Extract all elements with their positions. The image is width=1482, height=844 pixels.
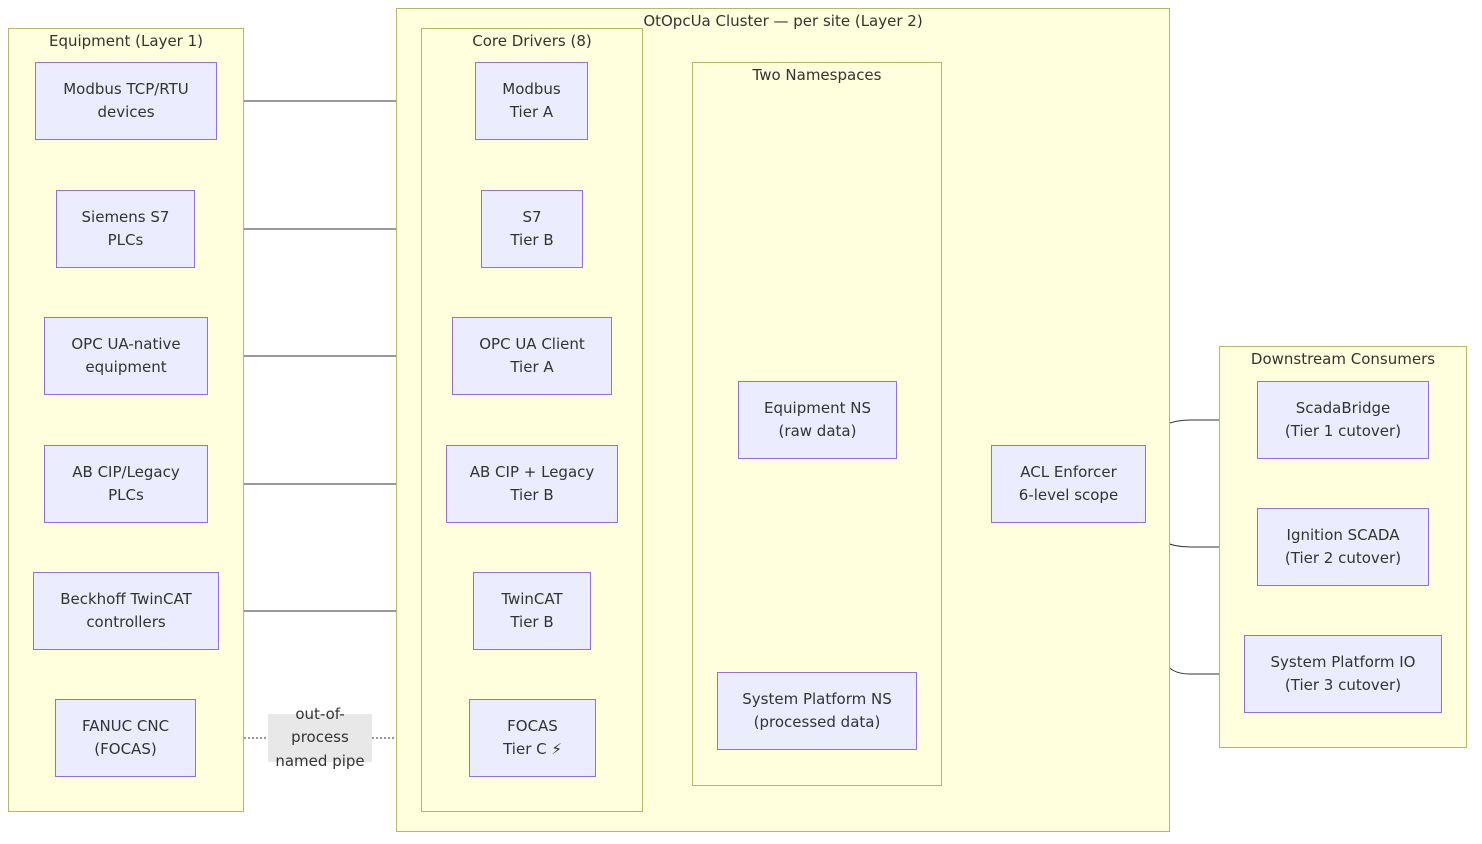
node-label-line: (raw data) <box>778 422 857 440</box>
node-label-line: Tier C ⚡ <box>503 740 562 758</box>
node-ab-cip-legacy-plcs[interactable]: AB CIP/Legacy PLCs <box>44 445 208 523</box>
cluster-title: Two Namespaces <box>752 66 882 84</box>
node-label-line: Modbus <box>502 79 561 98</box>
edge-label-line: named pipe <box>275 751 365 770</box>
edge-label-named-pipe: out-of-process named pipe <box>268 705 372 770</box>
node-label-line: Equipment NS <box>764 398 871 417</box>
node-label-line: Modbus TCP/RTU <box>63 79 189 98</box>
node-label-line: AB CIP/Legacy <box>72 462 180 481</box>
node-label-line: devices <box>97 103 155 121</box>
node-label-line: TwinCAT <box>501 589 563 608</box>
edge-label-line: out-of-process <box>291 704 349 747</box>
node-acl-enforcer[interactable]: ACL Enforcer 6-level scope <box>991 445 1146 523</box>
node-label-line: Tier B <box>510 613 554 631</box>
node-label-line: Ignition SCADA <box>1286 525 1400 544</box>
node-label-line: Tier B <box>510 231 554 249</box>
node-label-line: (Tier 1 cutover) <box>1284 422 1402 440</box>
cluster-equipment-layer1: Equipment (Layer 1) <box>8 28 244 812</box>
node-label-line: (Tier 3 cutover) <box>1284 676 1402 694</box>
node-label-line: OPC UA-native <box>71 334 181 353</box>
node-label-line: Tier A <box>509 103 554 121</box>
node-label-line: controllers <box>86 613 166 631</box>
node-siemens-s7-plcs[interactable]: Siemens S7 PLCs <box>56 190 195 268</box>
cluster-title: Equipment (Layer 1) <box>48 32 204 50</box>
node-label-line: System Platform NS <box>742 689 892 708</box>
node-opcua-native-equipment[interactable]: OPC UA-native equipment <box>44 317 208 395</box>
node-label-line: PLCs <box>108 486 144 504</box>
node-system-platform-io[interactable]: System Platform IO (Tier 3 cutover) <box>1244 635 1442 713</box>
node-modbus-driver[interactable]: Modbus Tier A <box>475 62 588 140</box>
cluster-title: OtOpcUa Cluster — per site (Layer 2) <box>643 12 923 30</box>
node-label-line: equipment <box>85 358 167 376</box>
node-ab-cip-legacy-driver[interactable]: AB CIP + Legacy Tier B <box>446 445 618 523</box>
node-label-line: S7 <box>522 207 542 226</box>
node-s7-driver[interactable]: S7 Tier B <box>481 190 583 268</box>
cluster-title: Downstream Consumers <box>1250 350 1436 368</box>
node-system-platform-ns[interactable]: System Platform NS (processed data) <box>717 672 917 750</box>
node-label-line: (FOCAS) <box>94 740 157 758</box>
cluster-core-drivers: Core Drivers (8) <box>421 28 643 812</box>
node-label-line: Tier B <box>510 486 554 504</box>
node-label-line: Tier A <box>510 358 554 376</box>
cluster-title: Core Drivers (8) <box>472 32 592 50</box>
node-scadabridge[interactable]: ScadaBridge (Tier 1 cutover) <box>1257 381 1429 459</box>
node-focas-driver[interactable]: FOCAS Tier C ⚡ <box>469 699 596 777</box>
node-label-line: FANUC CNC <box>81 716 170 735</box>
node-label-line: AB CIP + Legacy <box>469 462 595 481</box>
node-label-line: ScadaBridge <box>1295 398 1391 417</box>
node-ignition-scada[interactable]: Ignition SCADA (Tier 2 cutover) <box>1257 508 1429 586</box>
node-twincat-driver[interactable]: TwinCAT Tier B <box>473 572 591 650</box>
node-label-line: (Tier 2 cutover) <box>1284 549 1402 567</box>
node-label-line: OPC UA Client <box>479 334 585 353</box>
node-fanuc-cnc[interactable]: FANUC CNC (FOCAS) <box>55 699 196 777</box>
node-label-line: PLCs <box>107 231 144 249</box>
node-label-line: ACL Enforcer <box>1020 462 1117 481</box>
node-equipment-ns[interactable]: Equipment NS (raw data) <box>738 381 897 459</box>
node-label-line: Siemens S7 <box>81 207 170 226</box>
node-modbus-devices[interactable]: Modbus TCP/RTU devices <box>35 62 217 140</box>
node-opcua-client-driver[interactable]: OPC UA Client Tier A <box>452 317 612 395</box>
node-label-line: System Platform IO <box>1270 652 1416 671</box>
node-label-line: 6-level scope <box>1018 486 1119 504</box>
node-beckhoff-twincat-controllers[interactable]: Beckhoff TwinCAT controllers <box>33 572 219 650</box>
node-label-line: Beckhoff TwinCAT <box>60 589 192 608</box>
node-label-line: (processed data) <box>753 713 881 731</box>
node-label-line: FOCAS <box>507 716 558 735</box>
